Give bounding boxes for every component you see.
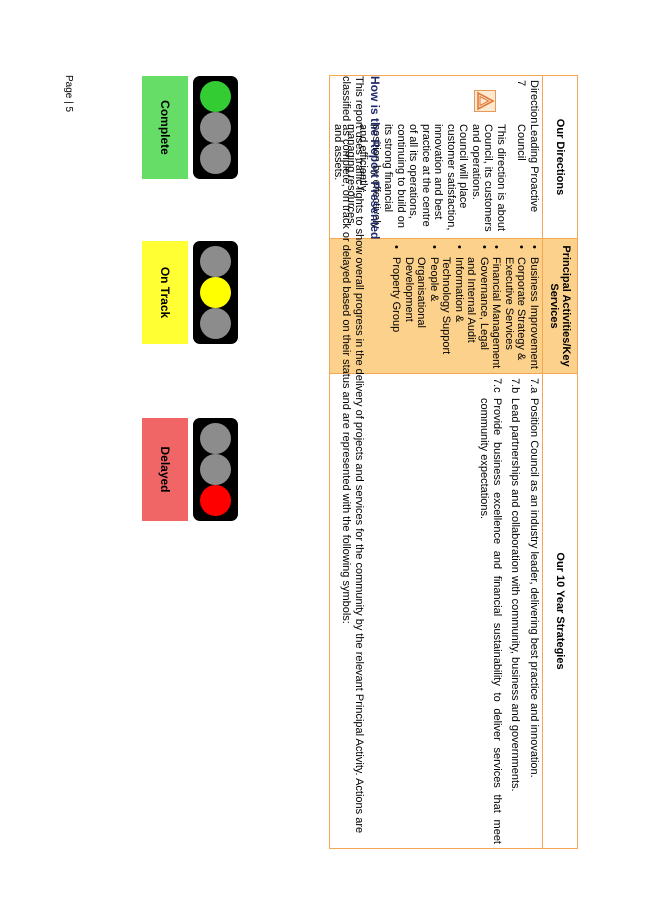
page-number: Page | 5 xyxy=(63,75,74,113)
traffic-lamp-icon xyxy=(200,143,231,174)
traffic-lamp-icon xyxy=(200,277,231,308)
table-row: Direction 7 Leading Proactive Council Th… xyxy=(329,75,543,849)
header-strategies: Our 10 Year Strategies xyxy=(542,373,578,849)
service-item: People & Organisational Development xyxy=(403,257,440,369)
service-item: Corporate Strategy & Executive Services xyxy=(503,257,528,369)
direction-cell: Direction 7 Leading Proactive Council Th… xyxy=(329,75,543,239)
traffic-lamp-icon xyxy=(200,423,231,454)
traffic-lamp-icon xyxy=(200,81,231,112)
direction-content: Direction 7 Leading Proactive Council Th… xyxy=(332,80,541,234)
strategy-code: 7.a xyxy=(528,378,540,394)
strategy-row: 7.b Lead partnerships and collaboration … xyxy=(509,378,522,844)
strategy-code: 7.b xyxy=(509,378,522,394)
service-item: Governance, Legal and Internal Audit xyxy=(465,257,491,369)
strategy-text: Lead partnerships and collaboration with… xyxy=(509,398,522,792)
services-list: Business Improvement Corporate Strategy … xyxy=(390,243,541,369)
traffic-light-delayed xyxy=(193,418,238,521)
traffic-lamp-icon xyxy=(200,454,231,485)
header-directions: Our Directions xyxy=(542,75,578,239)
section-intro: This report uses traffic lights to show … xyxy=(340,76,365,834)
strategy-code: 7.c xyxy=(491,378,503,393)
service-item: Business Improvement xyxy=(528,257,540,369)
legend-label-complete: Complete xyxy=(142,76,188,179)
traffic-light-complete xyxy=(193,76,238,179)
direction-code-column: Direction 7 xyxy=(332,80,540,124)
direction-code: Direction 7 xyxy=(515,80,541,124)
service-item: Financial Management xyxy=(490,257,503,369)
strategy-row: 7.a Position Council as an industry lead… xyxy=(528,378,540,844)
section-heading: How is the Report Presented xyxy=(368,76,382,240)
traffic-lamp-icon xyxy=(200,246,231,277)
strategy-text: Provide business excellence and financia… xyxy=(478,398,504,844)
directions-table: Our Directions Principal Activities/Key … xyxy=(329,75,578,849)
strategy-text: Position Council as an industry leader, … xyxy=(528,398,540,778)
service-item: Property Group xyxy=(390,257,403,369)
header-services: Principal Activities/Key Services xyxy=(542,238,578,374)
strategy-row: 7.c Provide business excellence and fina… xyxy=(478,378,504,844)
traffic-lamp-icon xyxy=(200,112,231,143)
traffic-light-on-track xyxy=(193,241,238,344)
direction-title: Leading Proactive Council xyxy=(515,124,541,213)
direction-warning-icon xyxy=(474,90,496,112)
traffic-lamp-icon xyxy=(200,308,231,339)
legend-label-delayed: Delayed xyxy=(142,418,188,521)
traffic-lamp-icon xyxy=(200,485,231,516)
legend-label-on-track: On Track xyxy=(142,241,188,344)
service-item: Information & Technology Support xyxy=(440,257,466,369)
table-header-row: Our Directions Principal Activities/Key … xyxy=(542,75,578,849)
